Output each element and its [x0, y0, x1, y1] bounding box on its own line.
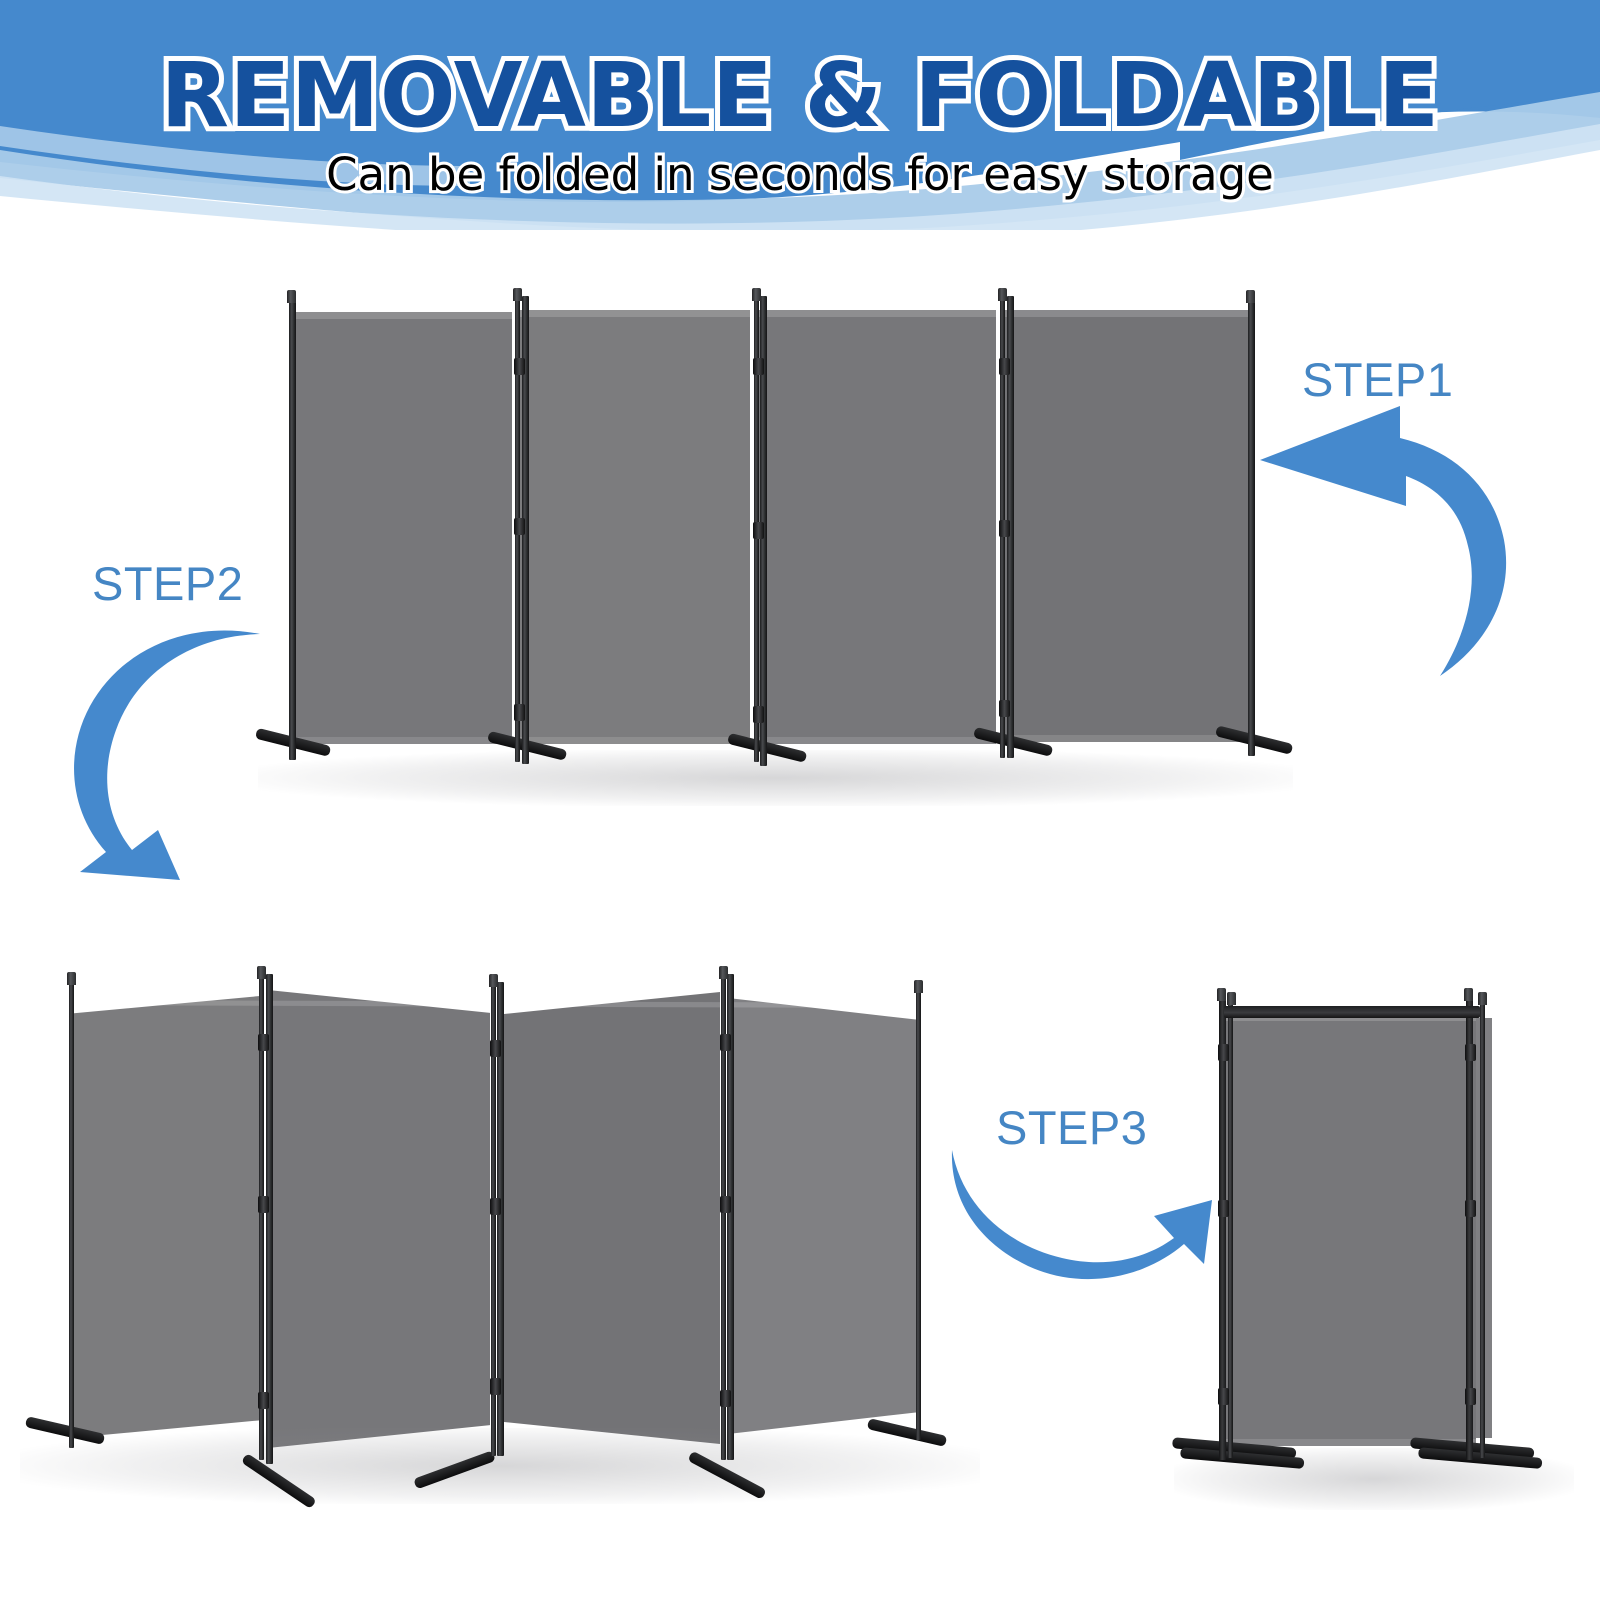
step-label-1: STEP1: [1302, 353, 1454, 406]
stacked-frame-post-R2: [1480, 1002, 1485, 1458]
stacked-panel-fabric: [1226, 1014, 1476, 1446]
stacked-hinge-L-bottom: [1218, 1388, 1229, 1405]
folded-post-cap-5: [914, 980, 923, 993]
hinge-2-mid: [514, 518, 525, 535]
wave-band-right: [1180, 0, 1600, 160]
hinge-2-top: [514, 358, 525, 375]
post-cap-3a: [752, 288, 761, 301]
folded-post-cap-2a: [257, 966, 266, 979]
wave-streak-left: [0, 126, 470, 186]
folded-panel-fabric-4: [728, 998, 918, 1434]
page-title: REMOVABLE & FOLDABLE: [155, 43, 1444, 147]
header-wave-graphic: [0, 0, 1600, 230]
stacked-post-cap-R2: [1478, 992, 1487, 1005]
folded-hinge-3-top: [490, 1040, 501, 1057]
stacked-hinge-R-mid: [1465, 1200, 1476, 1217]
step1-arrow-icon: [1260, 406, 1507, 676]
frame-post-5: [1248, 298, 1255, 756]
folded-post-cap-4a: [719, 966, 728, 979]
post-cap-5: [1246, 290, 1255, 303]
hinge-3-mid: [753, 522, 764, 539]
floor-shadow: [258, 750, 1293, 806]
folded-hinge-2-top: [258, 1034, 269, 1051]
folded-frame-post-2a: [259, 974, 264, 1460]
hinge-4-bottom: [999, 700, 1010, 717]
folded-frame-post-4b: [727, 974, 734, 1460]
hinge-4-mid: [999, 520, 1010, 537]
step2-arrow-icon: [74, 630, 261, 880]
frame-post-1: [289, 298, 296, 760]
folded-frame-post-3b: [497, 982, 504, 1456]
stacked-hinge-R-bottom: [1465, 1388, 1476, 1405]
post-cap-2a: [513, 288, 522, 301]
frame-post-2b: [522, 296, 529, 764]
step-label-2: STEP2: [92, 557, 244, 610]
folded-frame-post-5: [916, 988, 921, 1440]
folded-base-foot-2: [240, 1452, 317, 1510]
folded-hinge-3-mid: [490, 1198, 501, 1215]
stacked-post-cap-L2: [1227, 992, 1236, 1005]
folded-hinge-2-bottom: [258, 1392, 269, 1409]
folded-base-foot-5: [866, 1418, 948, 1447]
panel-fabric-2: [520, 310, 750, 744]
stacked-hinge-R-top: [1465, 1044, 1476, 1061]
folded-panel-fabric-2: [268, 990, 490, 1448]
post-cap-4a: [998, 288, 1007, 301]
wave-ribbon-pale: [0, 124, 1600, 230]
step3-arrow-icon: [951, 1150, 1212, 1280]
folded-post-cap-1: [67, 972, 76, 985]
folded-hinge-3-bottom: [490, 1378, 501, 1395]
folded-post-cap-3a: [489, 974, 498, 987]
product-fully-folded[interactable]: [1171, 948, 1574, 1520]
post-cap-1: [287, 290, 296, 303]
stacked-frame-post-L1: [1219, 998, 1226, 1460]
panel-fabric-4: [1004, 310, 1250, 742]
folded-hinge-4-mid: [720, 1196, 731, 1213]
stacked-post-cap-R1: [1464, 988, 1473, 1001]
stacked-post-cap-L1: [1217, 988, 1226, 1001]
folded-base-foot-3: [413, 1450, 496, 1490]
stacked-hinge-L-mid: [1218, 1200, 1229, 1217]
page-subtitle: Can be folded in seconds for easy storag…: [323, 148, 1277, 201]
folded-frame-post-2b: [266, 974, 273, 1464]
step-label-3: STEP3: [996, 1101, 1148, 1154]
folded-frame-post-4a: [721, 974, 726, 1460]
product-unfolded[interactable]: [254, 272, 1294, 806]
stacked-frame-post-L2: [1228, 1002, 1233, 1458]
product-partially-folded[interactable]: [20, 940, 980, 1520]
frame-post-4b: [1007, 296, 1014, 758]
folded-hinge-2-mid: [258, 1196, 269, 1213]
stacked-top-rail: [1224, 1006, 1480, 1018]
folded-hinge-4-top: [720, 1034, 731, 1051]
stacked-frame-post-R1: [1466, 998, 1473, 1460]
panel-fabric-1: [290, 312, 512, 744]
folded-hinge-4-bottom: [720, 1390, 731, 1407]
title-block: REMOVABLE & FOLDABLE Can be folded in se…: [0, 0, 1600, 201]
stacked-hinge-L-top: [1218, 1044, 1229, 1061]
folded-frame-post-1: [69, 980, 74, 1448]
hinge-4-top: [999, 358, 1010, 375]
folded-frame-post-3a: [491, 982, 496, 1456]
hinge-3-top: [753, 358, 764, 375]
folded-panel-fabric-3: [498, 992, 720, 1444]
folded-panel-fabric-1: [70, 996, 260, 1438]
hinge-2-bottom: [514, 704, 525, 721]
header-banner: REMOVABLE & FOLDABLE Can be folded in se…: [0, 0, 1600, 230]
hinge-3-bottom: [753, 706, 764, 723]
panel-fabric-3: [758, 310, 996, 744]
